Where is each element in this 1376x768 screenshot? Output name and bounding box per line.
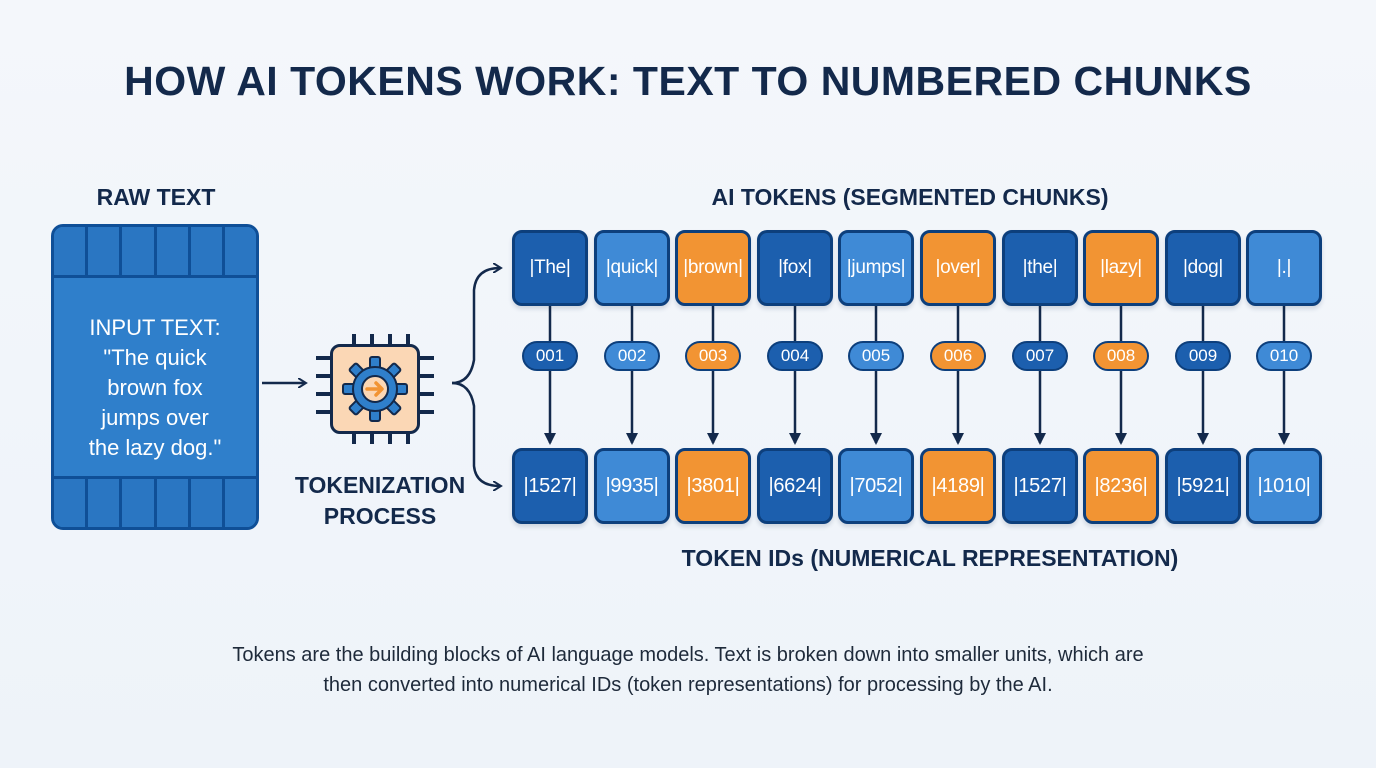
tokens-label: AI TOKENS (SEGMENTED CHUNKS) bbox=[711, 184, 1109, 210]
chip-pin bbox=[352, 432, 356, 444]
token-index-pill: 002 bbox=[604, 341, 660, 371]
token-chunk: |quick| bbox=[594, 230, 670, 306]
token-index-pill: 007 bbox=[1012, 341, 1068, 371]
chip-pin bbox=[420, 356, 434, 360]
process-to-ids-arrow bbox=[451, 381, 500, 486]
token-index-pill: 005 bbox=[848, 341, 904, 371]
chip-pin bbox=[406, 334, 410, 346]
raw-text-line: jumps over bbox=[101, 405, 209, 430]
chip-pin bbox=[420, 392, 434, 396]
token-id: |1527| bbox=[512, 448, 588, 524]
token-id: |1010| bbox=[1246, 448, 1322, 524]
gear-icon bbox=[342, 356, 408, 422]
token-index-pill: 009 bbox=[1175, 341, 1231, 371]
chip-pin bbox=[388, 334, 392, 346]
token-id: |8236| bbox=[1083, 448, 1159, 524]
token-ids-label: TOKEN IDs (NUMERICAL REPRESENTATION) bbox=[681, 545, 1179, 571]
chip-pin bbox=[420, 410, 434, 414]
chip-pin bbox=[370, 334, 374, 346]
token-id: |9935| bbox=[594, 448, 670, 524]
token-index-pill: 008 bbox=[1093, 341, 1149, 371]
token-index-pill: 006 bbox=[930, 341, 986, 371]
chip-pin bbox=[420, 374, 434, 378]
token-index-pill: 010 bbox=[1256, 341, 1312, 371]
token-chunk: |The| bbox=[512, 230, 588, 306]
chip-pin bbox=[316, 374, 330, 378]
token-id: |1527| bbox=[1002, 448, 1078, 524]
raw-card-bottom-strip bbox=[54, 476, 256, 527]
chip-pin bbox=[316, 356, 330, 360]
raw-text-heading: INPUT TEXT: bbox=[89, 315, 221, 340]
caption-line: then converted into numerical IDs (token… bbox=[323, 674, 1053, 696]
tokenization-chip-icon bbox=[316, 334, 434, 446]
token-chunk: |.| bbox=[1246, 230, 1322, 306]
chip-pin bbox=[406, 432, 410, 444]
token-id: |5921| bbox=[1165, 448, 1241, 524]
token-id: |7052| bbox=[838, 448, 914, 524]
chip-pin bbox=[388, 432, 392, 444]
token-index-pill: 003 bbox=[685, 341, 741, 371]
tokenization-process-label: TOKENIZATION PROCESS bbox=[294, 472, 466, 529]
token-chunk: |lazy| bbox=[1083, 230, 1159, 306]
token-chunk: |over| bbox=[920, 230, 996, 306]
page-title: HOW AI TOKENS WORK: TEXT TO NUMBERED CHU… bbox=[124, 58, 1252, 104]
token-id: |6624| bbox=[757, 448, 833, 524]
chip-pin bbox=[370, 432, 374, 444]
raw-text-label: RAW TEXT bbox=[96, 184, 216, 210]
token-chunk: |jumps| bbox=[838, 230, 914, 306]
chip-pin bbox=[316, 410, 330, 414]
token-index-pill: 001 bbox=[522, 341, 578, 371]
token-chunk: |fox| bbox=[757, 230, 833, 306]
arrow-right-icon bbox=[365, 381, 384, 397]
token-index-pill: 004 bbox=[767, 341, 823, 371]
chip-pin bbox=[352, 334, 356, 346]
caption: Tokens are the building blocks of AI lan… bbox=[0, 640, 1376, 700]
token-id: |3801| bbox=[675, 448, 751, 524]
token-chunk: |brown| bbox=[675, 230, 751, 306]
chip-pin bbox=[316, 392, 330, 396]
token-id: |4189| bbox=[920, 448, 996, 524]
raw-text-card: INPUT TEXT: "The quick brown fox jumps o… bbox=[51, 224, 259, 530]
process-to-tokens-arrow bbox=[451, 268, 500, 385]
caption-line: Tokens are the building blocks of AI lan… bbox=[232, 644, 1144, 666]
raw-text-content: INPUT TEXT: "The quick brown fox jumps o… bbox=[54, 313, 256, 463]
token-chunk: |the| bbox=[1002, 230, 1078, 306]
raw-text-line: "The quick bbox=[103, 345, 207, 370]
raw-text-line: brown fox bbox=[107, 375, 203, 400]
raw-card-top-strip bbox=[54, 227, 256, 278]
token-chunk: |dog| bbox=[1165, 230, 1241, 306]
raw-text-line: the lazy dog." bbox=[88, 435, 222, 460]
chip-body bbox=[330, 344, 420, 434]
